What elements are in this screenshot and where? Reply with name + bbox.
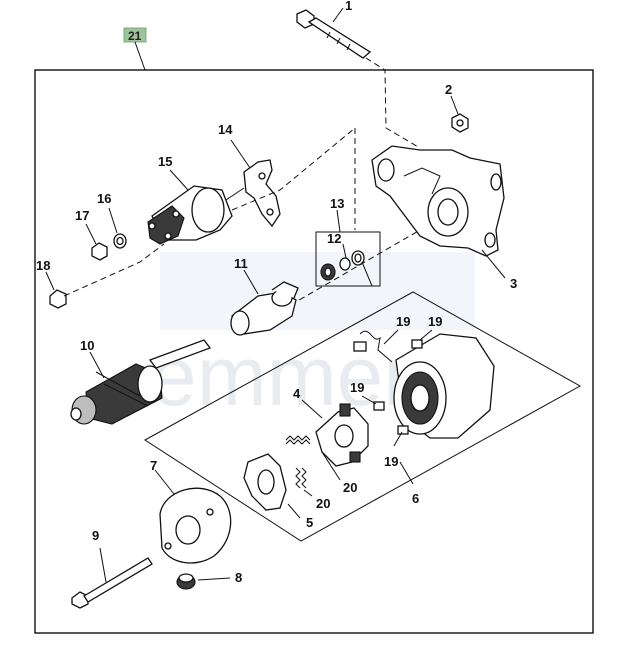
callout-7: 7	[150, 458, 157, 473]
callout-5: 5	[306, 515, 313, 530]
callout-8: 8	[235, 570, 242, 585]
part-6-assembly-outline	[144, 291, 582, 542]
callout-15: 15	[158, 154, 172, 169]
part-3-drive-end-housing	[371, 145, 506, 279]
part-15-solenoid	[147, 169, 245, 245]
part-18-nut	[45, 271, 67, 309]
assembly-frame	[34, 69, 594, 634]
part-6-field-frame	[353, 329, 495, 447]
callout-6: 6	[412, 491, 419, 506]
part-1-through-bolt	[296, 7, 421, 149]
group-badge-label: 21	[128, 29, 142, 43]
callout-12: 12	[327, 231, 341, 246]
callout-19-a: 19	[396, 314, 410, 329]
part-16-washer	[108, 207, 127, 249]
part-20-springs	[285, 435, 341, 497]
callout-17: 17	[75, 208, 89, 223]
callout-14: 14	[218, 122, 233, 137]
part-9-through-bolt	[71, 547, 153, 609]
callout-4: 4	[293, 386, 301, 401]
part-8-cap	[176, 573, 231, 590]
callout-19-b: 19	[428, 314, 442, 329]
part-13-washer-kit	[315, 209, 381, 287]
part-5-brush-plate	[243, 453, 301, 519]
callout-20-a: 20	[343, 480, 357, 495]
part-14-shift-lever	[230, 139, 281, 228]
part-2-nut	[450, 95, 469, 133]
callout-9: 9	[92, 528, 99, 543]
callout-1: 1	[345, 0, 352, 13]
callout-18: 18	[36, 258, 50, 273]
callout-16: 16	[97, 191, 111, 206]
callout-11: 11	[234, 256, 248, 271]
part-11-drive-clutch	[230, 269, 299, 336]
callout-3: 3	[510, 276, 517, 291]
part-7-end-frame	[154, 469, 232, 564]
part-4-brush-holder	[301, 399, 369, 467]
part-10-armature	[70, 339, 212, 425]
part-17-nut	[85, 223, 108, 261]
callout-19-c: 19	[350, 380, 364, 395]
group-badge: 21	[123, 27, 147, 71]
callout-13: 13	[330, 196, 344, 211]
callout-labels: 1 2 3 4 5 6 7 8 9 10 11 12 13 14 15 16 1…	[36, 0, 517, 585]
callout-19-d: 19	[384, 454, 398, 469]
callout-2: 2	[445, 82, 452, 97]
callout-10: 10	[80, 338, 94, 353]
callout-20-b: 20	[316, 496, 330, 511]
